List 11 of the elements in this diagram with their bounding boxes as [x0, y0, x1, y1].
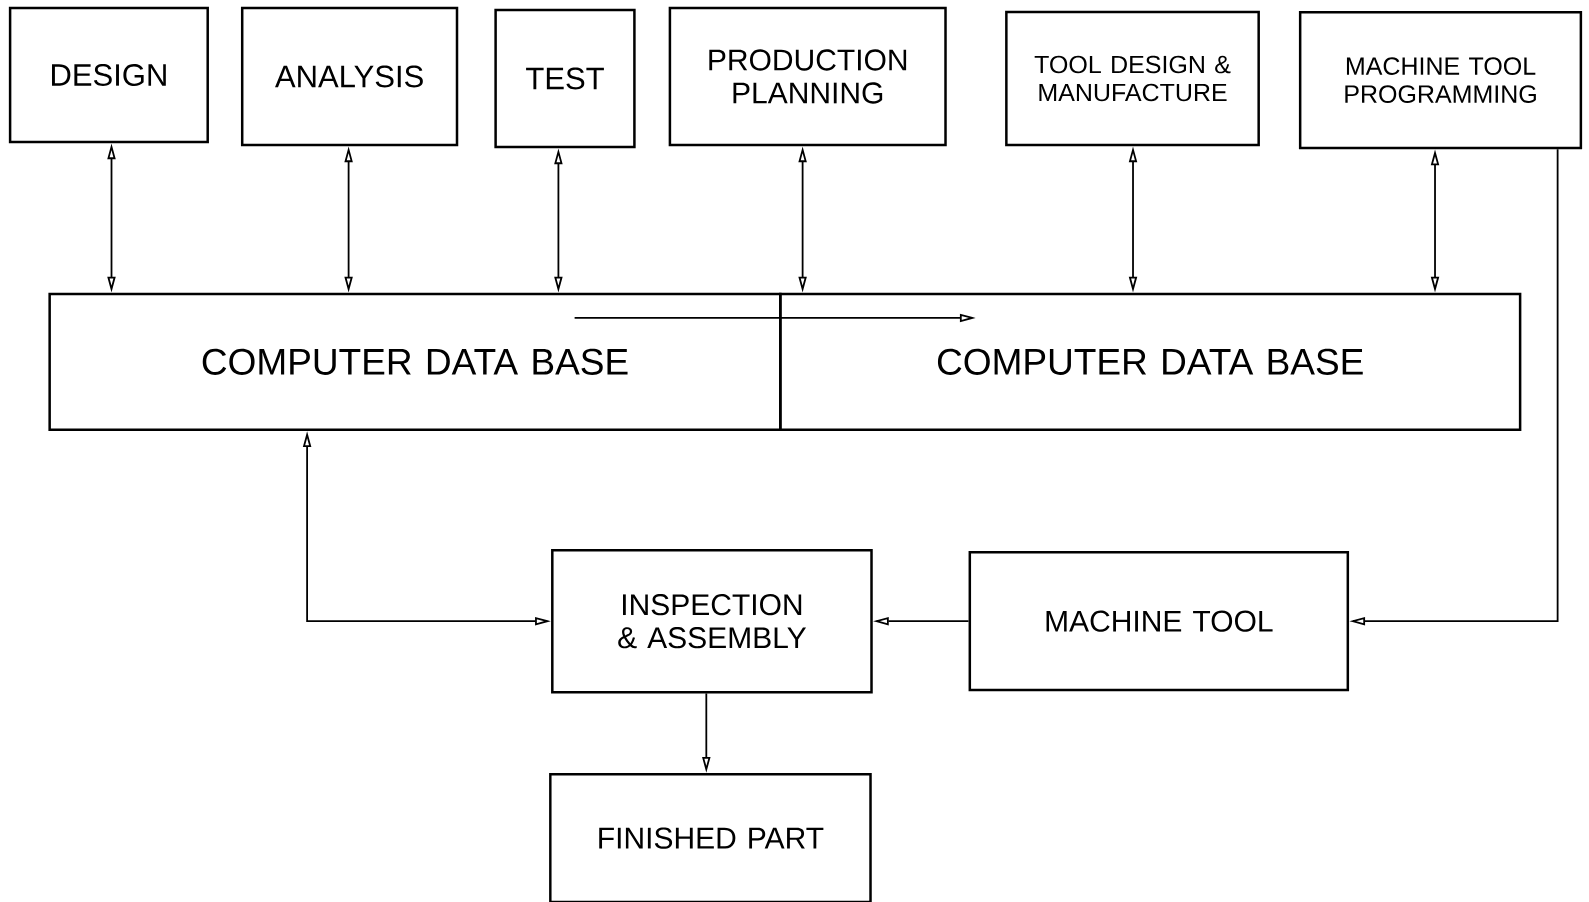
process-box: TOOL DESIGN & MANUFACTURE — [1005, 10, 1260, 147]
process-box: MACHINE TOOL PROGRAMMING — [1298, 10, 1583, 150]
process-box: FINISHED PART — [549, 773, 872, 902]
process-box: INSPECTION & ASSEMBLY — [551, 549, 873, 694]
process-box: ANALYSIS — [240, 6, 459, 147]
process-box: COMPUTER DATA BASE — [48, 292, 782, 431]
process-box: COMPUTER DATA BASE — [779, 292, 1522, 431]
process-box: DESIGN — [8, 6, 209, 144]
process-box: TEST — [494, 8, 636, 149]
process-box: MACHINE TOOL — [968, 551, 1350, 692]
process-box: PRODUCTION PLANNING — [668, 6, 947, 147]
